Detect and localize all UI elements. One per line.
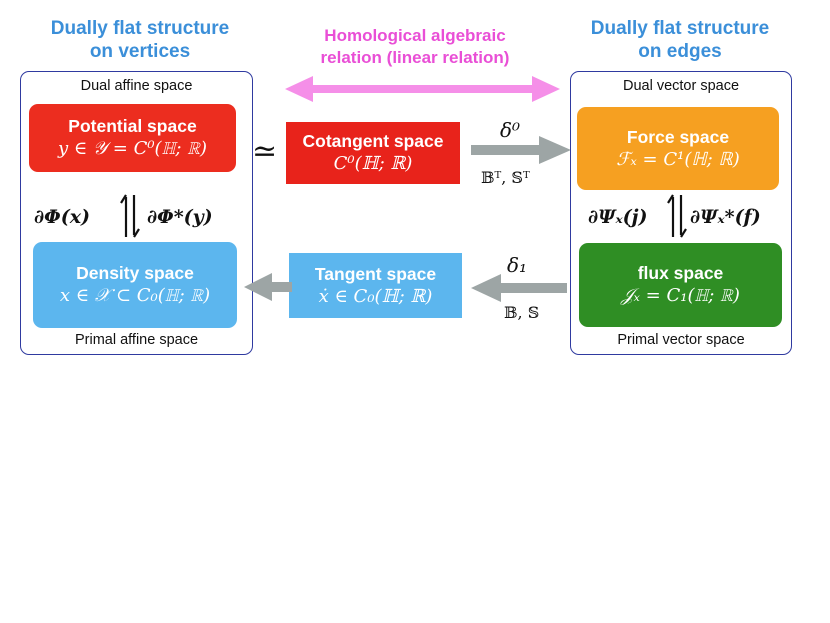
flux-space-box: flux space 𝒥ₓ = C₁(ℍ; ℝ) (579, 243, 782, 327)
right-exchange-arrows (667, 194, 687, 238)
isomorphism-symbol: ≃ (252, 134, 278, 169)
delta1-sub-label: 𝔹, 𝕊 (504, 303, 540, 322)
delta0-arrow (471, 136, 571, 164)
density-space-formula: x ∈ 𝒳 ⊂ C₀(ℍ; ℝ) (59, 285, 211, 306)
right-heading-line1: Dually flat structure (590, 18, 770, 39)
dpsi-star-f-label: ∂Ψₓ*(f) (690, 206, 761, 228)
density-space-title: Density space (76, 263, 194, 283)
tangent-space-title: Tangent space (314, 263, 437, 284)
center-heading-line1: Homological algebraic (324, 26, 506, 45)
delta0-label: δ⁰ (500, 118, 521, 142)
left-gray-arrow (244, 273, 292, 301)
left-panel (20, 71, 253, 355)
dphi-x-label: ∂Φ(x) (34, 206, 91, 228)
left-heading: Dually flat structure on vertices (20, 17, 260, 63)
tangent-space-box: Tangent space ẋ ∈ C₀(ℍ; ℝ) (289, 253, 462, 318)
delta1-label: δ₁ (507, 253, 528, 277)
delta1-arrow (471, 274, 567, 302)
force-space-box: Force space ℱₓ = C¹(ℍ; ℝ) (577, 107, 779, 190)
right-panel-bottom-caption: Primal vector space (617, 332, 745, 348)
right-panel (570, 71, 792, 355)
center-heading: Homological algebraic relation (linear r… (290, 25, 540, 69)
flux-space-formula: 𝒥ₓ = C₁(ℍ; ℝ) (621, 285, 740, 306)
left-panel-bottom-caption: Primal affine space (74, 332, 199, 348)
tangent-space-formula: ẋ ∈ C₀(ℍ; ℝ) (318, 285, 433, 307)
cotangent-space-formula: C⁰(ℍ; ℝ) (333, 153, 413, 174)
potential-space-title: Potential space (68, 116, 197, 136)
left-heading-line2: on vertices (89, 41, 191, 62)
dphi-star-y-label: ∂Φ*(y) (147, 206, 213, 228)
left-heading-line1: Dually flat structure (50, 18, 230, 39)
right-heading: Dually flat structure on edges (560, 17, 800, 63)
density-space-box: Density space x ∈ 𝒳 ⊂ C₀(ℍ; ℝ) (33, 242, 237, 328)
right-heading-line2: on edges (638, 41, 722, 62)
potential-space-box: Potential space y ∈ 𝒴 = C⁰(ℍ; ℝ) (29, 104, 236, 172)
right-panel-top-caption: Dual vector space (622, 78, 740, 94)
left-exchange-arrows (120, 194, 140, 238)
center-heading-line2: relation (linear relation) (320, 48, 510, 67)
dpsi-j-label: ∂Ψₓ(j) (588, 206, 648, 228)
pink-double-arrow (285, 76, 560, 102)
force-space-formula: ℱₓ = C¹(ℍ; ℝ) (616, 148, 740, 170)
left-panel-top-caption: Dual affine space (80, 78, 193, 94)
delta0-sub-label: 𝔹ᵀ, 𝕊ᵀ (481, 168, 530, 187)
cotangent-space-title: Cotangent space (302, 131, 444, 151)
potential-space-formula: y ∈ 𝒴 = C⁰(ℍ; ℝ) (58, 138, 207, 159)
flux-space-title: flux space (637, 263, 724, 283)
force-space-title: Force space (626, 126, 730, 147)
cotangent-space-box: Cotangent space C⁰(ℍ; ℝ) (286, 122, 460, 184)
